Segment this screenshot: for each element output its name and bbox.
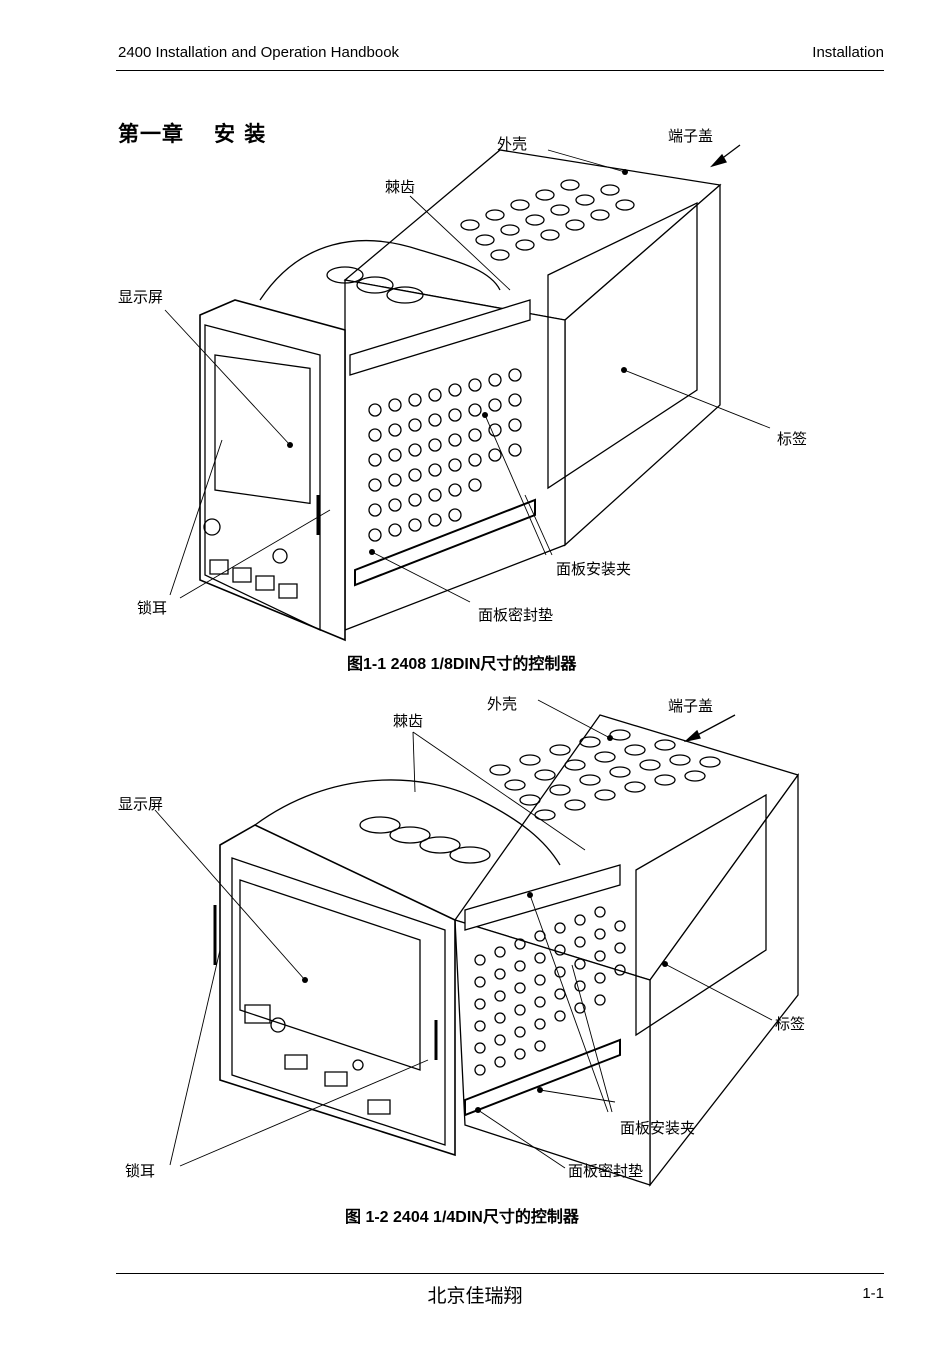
side-vent-holes [475,907,625,1075]
label-latching-ears: 锁耳 [137,599,168,617]
top-vent-holes [461,180,634,260]
label-display: 显示屏 [118,795,164,813]
controller-2408-drawing [0,0,950,660]
label-label: 标签 [775,1015,806,1033]
footer-company: 北京佳瑞翔 [427,1285,523,1307]
header-section: Installation [812,44,884,61]
footer-rule [116,1273,884,1274]
label-display: 显示屏 [118,288,164,306]
header-rule [116,70,884,71]
figure-1-caption: 图1-1 2408 1/8DIN尺寸的控制器 [347,656,577,673]
chapter-number: 第一章 [118,121,184,146]
chapter-heading: 第一章 安 装 [118,118,296,148]
figure-2-caption: 图 1-2 2404 1/4DIN尺寸的控制器 [345,1209,579,1226]
label-label: 标签 [777,430,808,448]
label-case: 外壳 [487,695,518,713]
header-title: 2400 Installation and Operation Handbook [118,44,400,61]
label-panel-gasket: 面板密封垫 [568,1162,644,1180]
label-terminal-cover: 端子盖 [668,697,714,715]
label-panel-clips: 面板安装夹 [556,560,632,578]
controller-2404-drawing [0,680,950,1200]
label-terminal-cover: 端子盖 [668,127,714,145]
label-latching-ears: 锁耳 [125,1162,156,1180]
page-number: 1-1 [862,1285,884,1302]
label-panel-clips: 面板安装夹 [620,1119,696,1137]
top-vent-holes [490,730,720,820]
side-vent-holes [369,369,521,541]
label-ratchets: 棘齿 [385,178,416,196]
label-case: 外壳 [497,135,528,153]
label-panel-gasket: 面板密封垫 [478,606,554,624]
chapter-title: 安 装 [214,121,267,146]
label-ratchets: 棘齿 [393,712,424,730]
